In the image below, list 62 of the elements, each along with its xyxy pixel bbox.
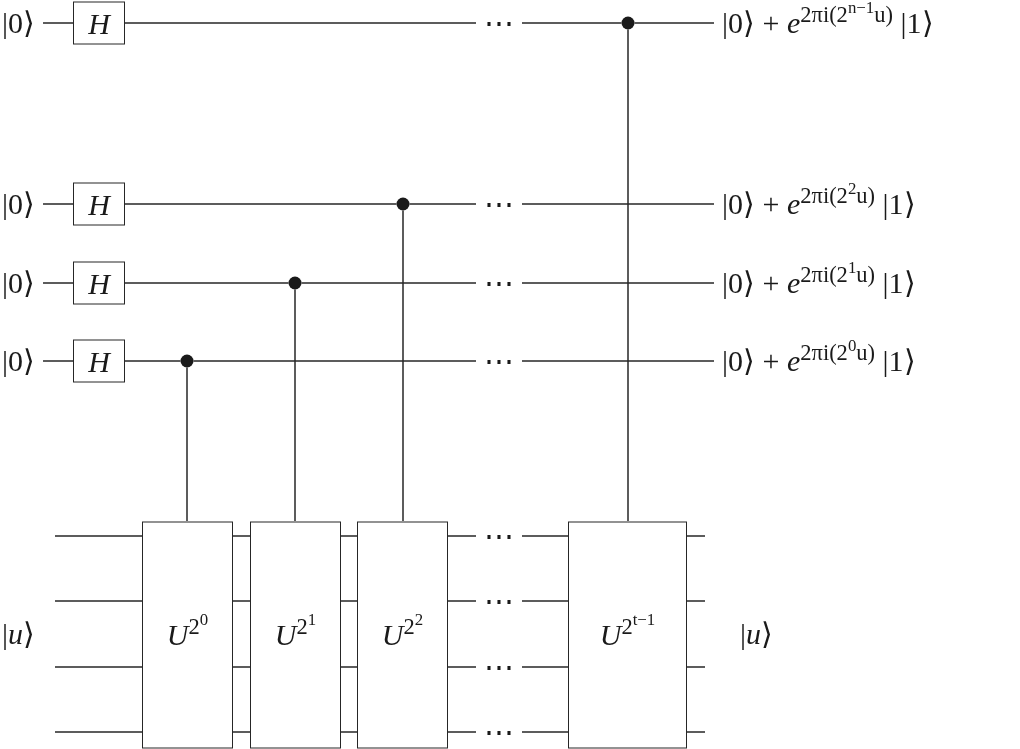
qubit-wire (340, 666, 358, 668)
qubit-wire (686, 535, 706, 537)
qubit-wire (340, 535, 358, 537)
input-state-label: |0⟩ (2, 184, 43, 224)
qubit-wire (232, 731, 251, 733)
qubit-wire (232, 600, 251, 602)
qubit-wire (447, 600, 477, 602)
qubit-wire (232, 666, 251, 668)
ellipsis: ⋯ (476, 652, 522, 682)
qubit-wire (521, 203, 715, 205)
qubit-wire (408, 203, 477, 205)
qubit-wire (300, 282, 477, 284)
control-line (186, 366, 188, 522)
qubit-wire (521, 731, 569, 733)
ellipsis: ⋯ (476, 346, 522, 376)
control-line (402, 209, 404, 522)
ellipsis: ⋯ (476, 586, 522, 616)
qubit-wire (42, 22, 74, 24)
qubit-wire (54, 535, 143, 537)
ellipsis: ⋯ (476, 717, 522, 747)
input-state-label: |0⟩ (2, 263, 43, 303)
qubit-wire (633, 22, 715, 24)
qubit-wire (521, 535, 569, 537)
hadamard-gate: H (73, 261, 125, 305)
ellipsis: ⋯ (476, 268, 522, 298)
input-state-label: |0⟩ (2, 341, 43, 381)
qubit-wire (447, 535, 477, 537)
qubit-wire (192, 360, 477, 362)
qubit-wire (340, 731, 358, 733)
qubit-wire (124, 203, 398, 205)
qubit-wire (340, 600, 358, 602)
qubit-wire (521, 600, 569, 602)
qubit-wire (521, 282, 715, 284)
control-line (627, 28, 629, 522)
hadamard-gate: H (73, 339, 125, 383)
qubit-wire (42, 360, 74, 362)
qubit-wire (521, 666, 569, 668)
ellipsis: ⋯ (476, 521, 522, 551)
register-state-label: |u⟩ (740, 619, 773, 649)
ellipsis: ⋯ (476, 189, 522, 219)
qubit-wire (124, 360, 182, 362)
qubit-wire (54, 666, 143, 668)
qubit-wire (232, 535, 251, 537)
qubit-wire (54, 600, 143, 602)
qubit-wire (686, 731, 706, 733)
qubit-wire (686, 600, 706, 602)
qubit-wire (54, 731, 143, 733)
qubit-wire (42, 203, 74, 205)
qubit-wire (447, 731, 477, 733)
input-state-label: |0⟩ (2, 3, 43, 43)
hadamard-gate: H (73, 182, 125, 226)
qubit-wire (124, 282, 290, 284)
hadamard-gate: H (73, 1, 125, 45)
register-state-label: |u⟩ (2, 619, 35, 649)
qubit-wire (521, 360, 715, 362)
qubit-wire (447, 666, 477, 668)
qubit-wire (686, 666, 706, 668)
qubit-wire (42, 282, 74, 284)
ellipsis: ⋯ (476, 8, 522, 38)
qubit-wire (124, 22, 477, 24)
qubit-wire (521, 22, 623, 24)
control-line (294, 288, 296, 522)
